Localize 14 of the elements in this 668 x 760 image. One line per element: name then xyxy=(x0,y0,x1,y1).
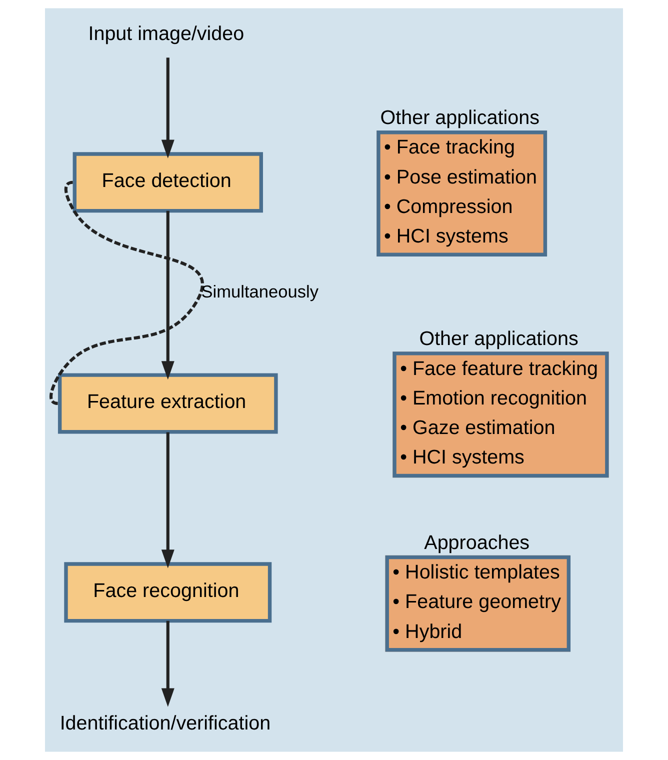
arrow xyxy=(161,620,174,707)
arrow xyxy=(161,432,174,568)
node-label: Other applications xyxy=(419,328,578,350)
node-text: Identification/verification xyxy=(60,712,271,734)
node-box: Face recognition xyxy=(64,562,272,623)
node-text: Input image/video xyxy=(88,23,244,46)
arrow xyxy=(161,210,174,380)
node-label: Approaches xyxy=(424,532,530,554)
node-box: Feature extraction xyxy=(58,373,278,434)
edge-label: Simultaneously xyxy=(201,282,318,302)
arrow xyxy=(161,58,174,158)
node-box: Face detection xyxy=(72,152,263,213)
connector xyxy=(50,180,204,405)
node-label: Other applications xyxy=(380,107,540,130)
